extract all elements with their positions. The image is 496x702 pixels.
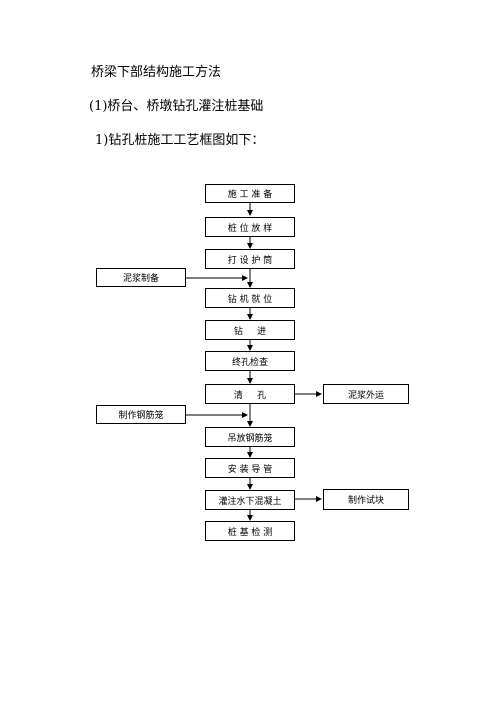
section-heading: (1)桥台、桥墩钻孔灌注桩基础 — [89, 99, 264, 114]
flow-step-tremie: 安 装 导 管 — [205, 458, 295, 478]
flow-step-prepare: 施 工 准 备 — [205, 184, 295, 203]
flow-step-concrete: 灌注水下混凝土 — [205, 490, 295, 510]
flow-step-final-check: 终孔检查 — [205, 351, 295, 371]
flow-step-cage-lowering: 吊放钢筋笼 — [205, 427, 295, 447]
subsection-heading: 1)钻孔桩施工工艺框图如下： — [95, 133, 265, 148]
flow-output-test-block: 制作试块 — [323, 489, 409, 510]
flow-output-mud-out: 泥浆外运 — [323, 384, 409, 404]
flow-input-cage-make: 制作钢筋笼 — [96, 405, 186, 424]
page-title: 桥梁下部结构施工方法 — [91, 65, 222, 80]
flow-input-mud-prep: 泥浆制备 — [96, 268, 186, 287]
flow-step-casing: 打 设 护 筒 — [205, 249, 295, 269]
flow-step-cleaning: 清 孔 — [205, 384, 295, 404]
flow-step-drilling: 钻 进 — [205, 320, 295, 340]
flow-step-inspection: 桩 基 检 测 — [205, 521, 295, 541]
flow-step-rig-position: 钻 机 就 位 — [205, 288, 295, 308]
flow-step-pile-layout: 桩 位 放 样 — [205, 217, 295, 237]
